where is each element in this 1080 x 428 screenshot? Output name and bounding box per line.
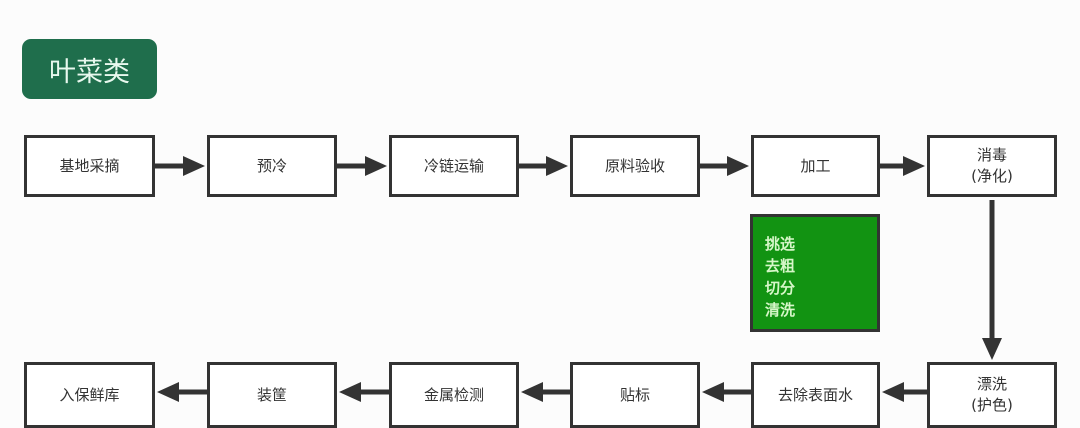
category-badge: 叶菜类 xyxy=(22,39,157,99)
step-harvest: 基地采摘 xyxy=(24,135,155,197)
step-rinse: 漂洗 (护色) xyxy=(927,362,1057,428)
step-metal-detect: 金属检测 xyxy=(389,362,519,428)
step-precool: 预冷 xyxy=(207,135,337,197)
step-dewater: 去除表面水 xyxy=(751,362,880,428)
step-cold-chain: 冷链运输 xyxy=(389,135,519,197)
step-processing: 加工 xyxy=(751,135,880,197)
step-inspection: 原料验收 xyxy=(570,135,700,197)
processing-note: 挑选 去粗 切分 清洗 xyxy=(750,214,880,332)
step-label: 贴标 xyxy=(570,362,700,428)
step-storage: 入保鲜库 xyxy=(24,362,155,428)
step-basket: 装筐 xyxy=(207,362,337,428)
step-disinfect: 消毒 (净化) xyxy=(927,135,1057,197)
